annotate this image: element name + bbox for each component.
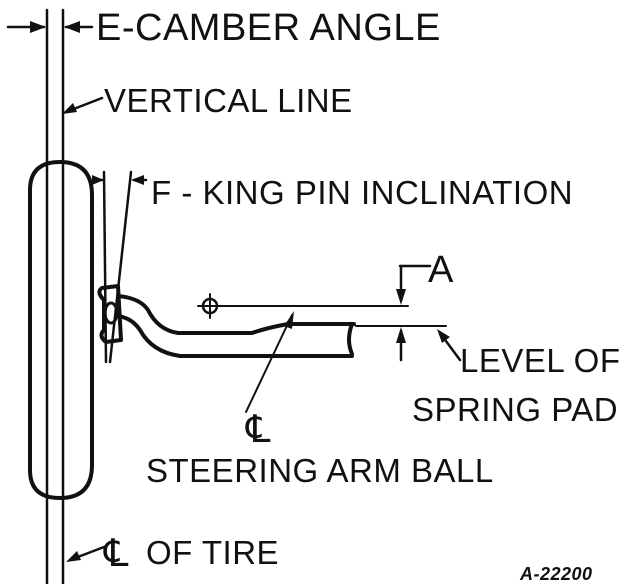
ball-centerline-marker	[197, 293, 223, 319]
spring-pad-label: SPRING PAD	[412, 391, 618, 428]
tire-centerline-leader	[66, 545, 106, 562]
vertical-line-label: VERTICAL LINE	[104, 82, 353, 119]
tire-outline	[28, 160, 94, 500]
steering-arm-ball-centerline-symbol: ℄	[245, 409, 271, 451]
steering-arm-ball-label: STEERING ARM BALL	[146, 452, 494, 489]
king-pin-inclination-label: F - KING PIN INCLINATION	[151, 174, 573, 211]
dimension-a-arrows	[396, 264, 432, 362]
dimension-a-label: A	[428, 249, 454, 291]
camber-angle-dimension	[6, 21, 94, 33]
figure-number: A-22200	[519, 564, 593, 584]
vertical-line-leader	[62, 96, 104, 114]
spring-pad-leader	[437, 329, 462, 362]
steering-knuckle	[97, 284, 123, 344]
tire-centerline-symbol: ℄	[103, 533, 129, 575]
level-of-label: LEVEL OF	[460, 342, 621, 379]
camber-angle-label: E-CAMBER ANGLE	[96, 7, 441, 49]
steering-arm-ball-leader	[245, 311, 294, 413]
steering-arm	[116, 294, 356, 358]
of-tire-label: OF TIRE	[146, 534, 279, 571]
